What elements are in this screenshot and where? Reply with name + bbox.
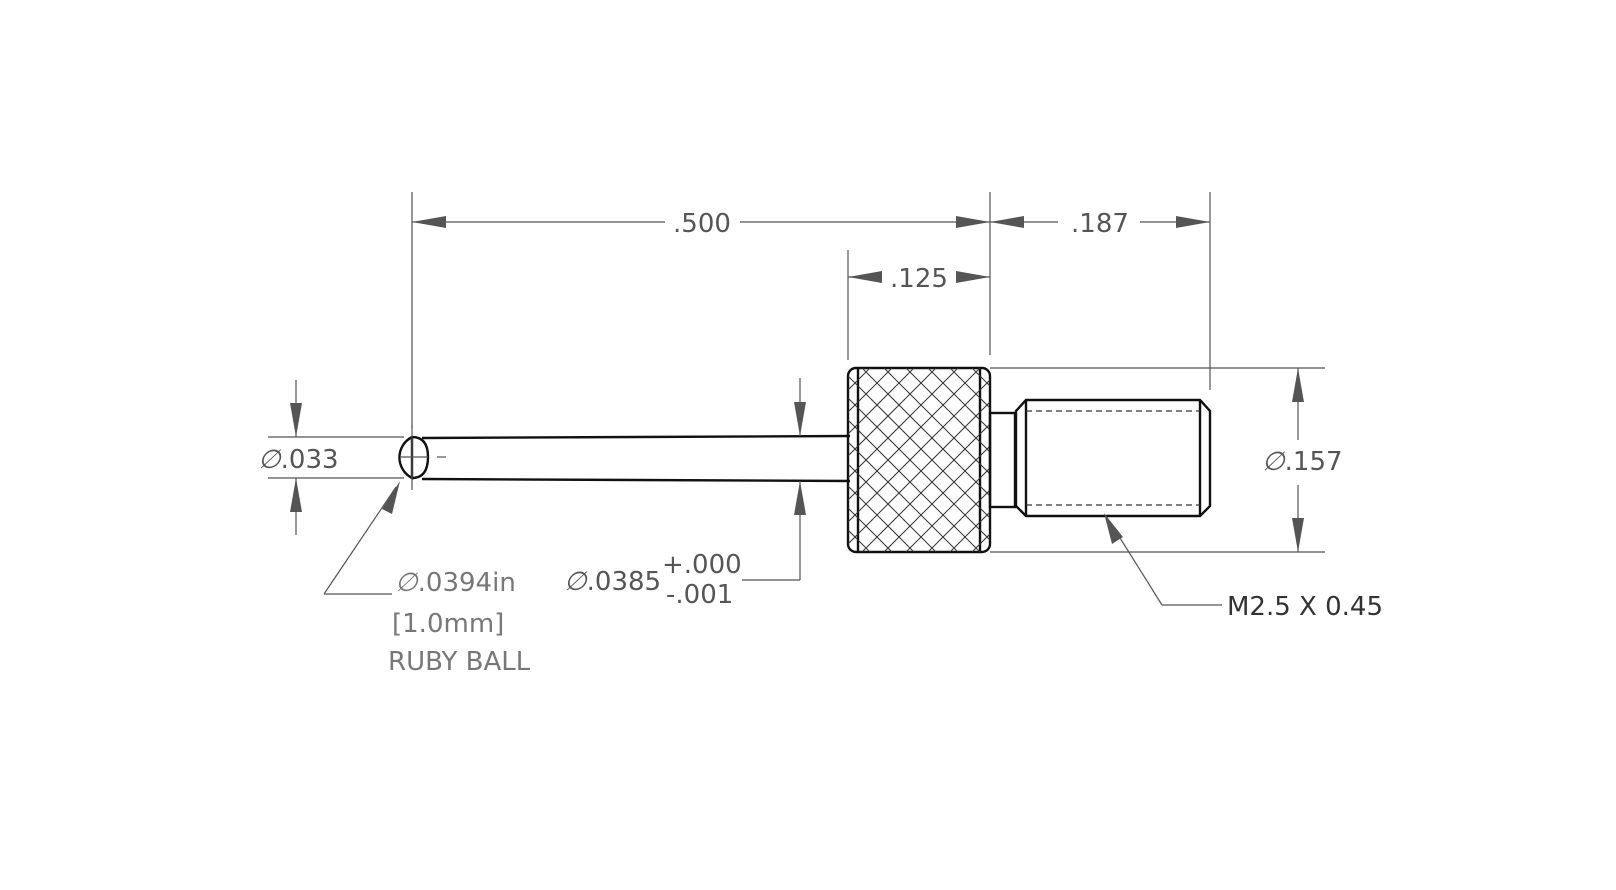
dim-500-arrow-right [956,216,990,228]
dim-body-dia: ∅.157 [1262,447,1343,477]
dim-187-arrow-right [1176,216,1210,228]
knurl-line [949,368,990,552]
dim-0385-arrow-top [794,402,806,436]
stem-bottom [421,477,851,483]
knurl-line [848,368,893,552]
dim-157-arrow-bottom [1292,518,1304,552]
knurl-line [1060,368,1244,552]
thread-leader-arrow [1104,513,1123,544]
knurled-body [846,366,992,554]
knurl-line [848,368,981,552]
ruby-ball [398,435,414,480]
dim-stem-tol-upper: +.000 [662,550,742,580]
knurl-line [927,368,990,552]
dim-125-arrow-right [956,271,990,283]
knurl-line [927,368,990,552]
ball-leader [323,486,397,595]
knurl-line [1038,368,1222,552]
dim-0385-arrow-bottom [794,481,806,515]
dim-thread-length: .187 [1071,209,1129,239]
knurl-line [848,368,937,552]
knurl-pattern [848,368,1288,552]
stylus-part [398,366,1288,554]
knurl-line [1038,368,1222,552]
dim-500-arrow-left [412,216,446,228]
knurl-line [848,368,893,552]
dimensions: .500 .187 .125 ∅.033 ∅.157 [258,192,1343,610]
ball-dia-callout: ∅.0394in [395,568,516,598]
dim-stem-tol-lower: -.001 [666,580,733,610]
dim-stem-dia: ∅.0385 [564,567,661,597]
knurl-line [994,368,1178,552]
knurl-line [883,368,990,552]
knurl-line [861,368,990,552]
knurl-line [905,368,990,552]
thread-spec-callout: M2.5 X 0.45 [1227,592,1383,622]
knurl-line [848,368,990,552]
knurl-line [848,368,849,552]
knurl-line [949,368,990,552]
dim-187-arrow-left [990,216,1024,228]
ball-leader-arrow [382,481,400,514]
dim-knurl-width: .125 [890,264,948,294]
knurl-line [848,368,990,552]
threaded-shank [1014,398,1212,518]
knurl-line [1060,368,1244,552]
dim-overall-length: .500 [673,209,731,239]
ball-mm-callout: [1.0mm] [392,609,504,639]
knurl-line [848,368,915,552]
neck [988,411,1017,509]
dim-157-arrow-top [1292,368,1304,402]
stem-top [421,434,851,440]
knurl-line [994,368,1178,552]
dim-033-arrow-top [290,403,302,437]
knurl-line [848,368,871,552]
knurl-line [1104,368,1288,552]
knurl-line [848,368,937,552]
knurl-line [1104,368,1288,552]
ball-label: RUBY BALL [388,647,531,677]
dim-033-arrow-bottom [290,478,302,512]
knurl-line [971,368,990,552]
callouts: ∅.0394in [1.0mm] RUBY BALL M2.5 X 0.45 [323,481,1383,677]
knurl-line [848,368,871,552]
knurl-line [848,368,849,552]
knurl-line [905,368,990,552]
knurl-line [848,368,915,552]
knurl-line [971,368,990,552]
knurl-line [848,368,959,552]
dim-125-arrow-left [848,271,882,283]
dim-tip-dia: ∅.033 [258,445,339,475]
